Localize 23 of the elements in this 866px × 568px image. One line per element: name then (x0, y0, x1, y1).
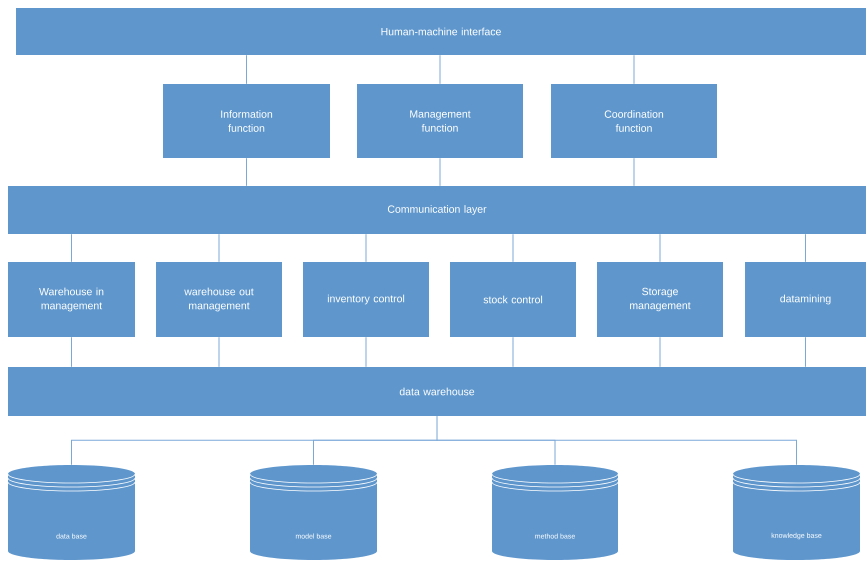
connector-line (512, 234, 514, 262)
function-box: Information function (163, 84, 330, 158)
connector-line (218, 234, 220, 262)
module-box: Warehouse in management (8, 262, 135, 337)
connector-line (71, 336, 72, 368)
function-box: Management function (357, 84, 523, 158)
connector-line (805, 234, 806, 262)
connector-line (246, 54, 247, 84)
connector-line (512, 336, 514, 368)
function-box: Coordination function (551, 84, 717, 158)
module-box: warehouse out management (156, 262, 282, 337)
connector-line (246, 158, 247, 186)
connector-line (436, 416, 797, 466)
module-box: inventory control (303, 262, 429, 337)
module-box: Storage management (597, 262, 723, 337)
module-box: datamining (745, 262, 866, 337)
module-box: stock control (450, 262, 576, 337)
connector-line (218, 336, 220, 368)
connector-line (71, 234, 72, 262)
layer-bar: Human-machine interface (16, 8, 866, 55)
connector-line (805, 336, 806, 368)
layer-bar: data warehouse (8, 367, 866, 416)
layer-bar: Communication layer (8, 186, 866, 234)
